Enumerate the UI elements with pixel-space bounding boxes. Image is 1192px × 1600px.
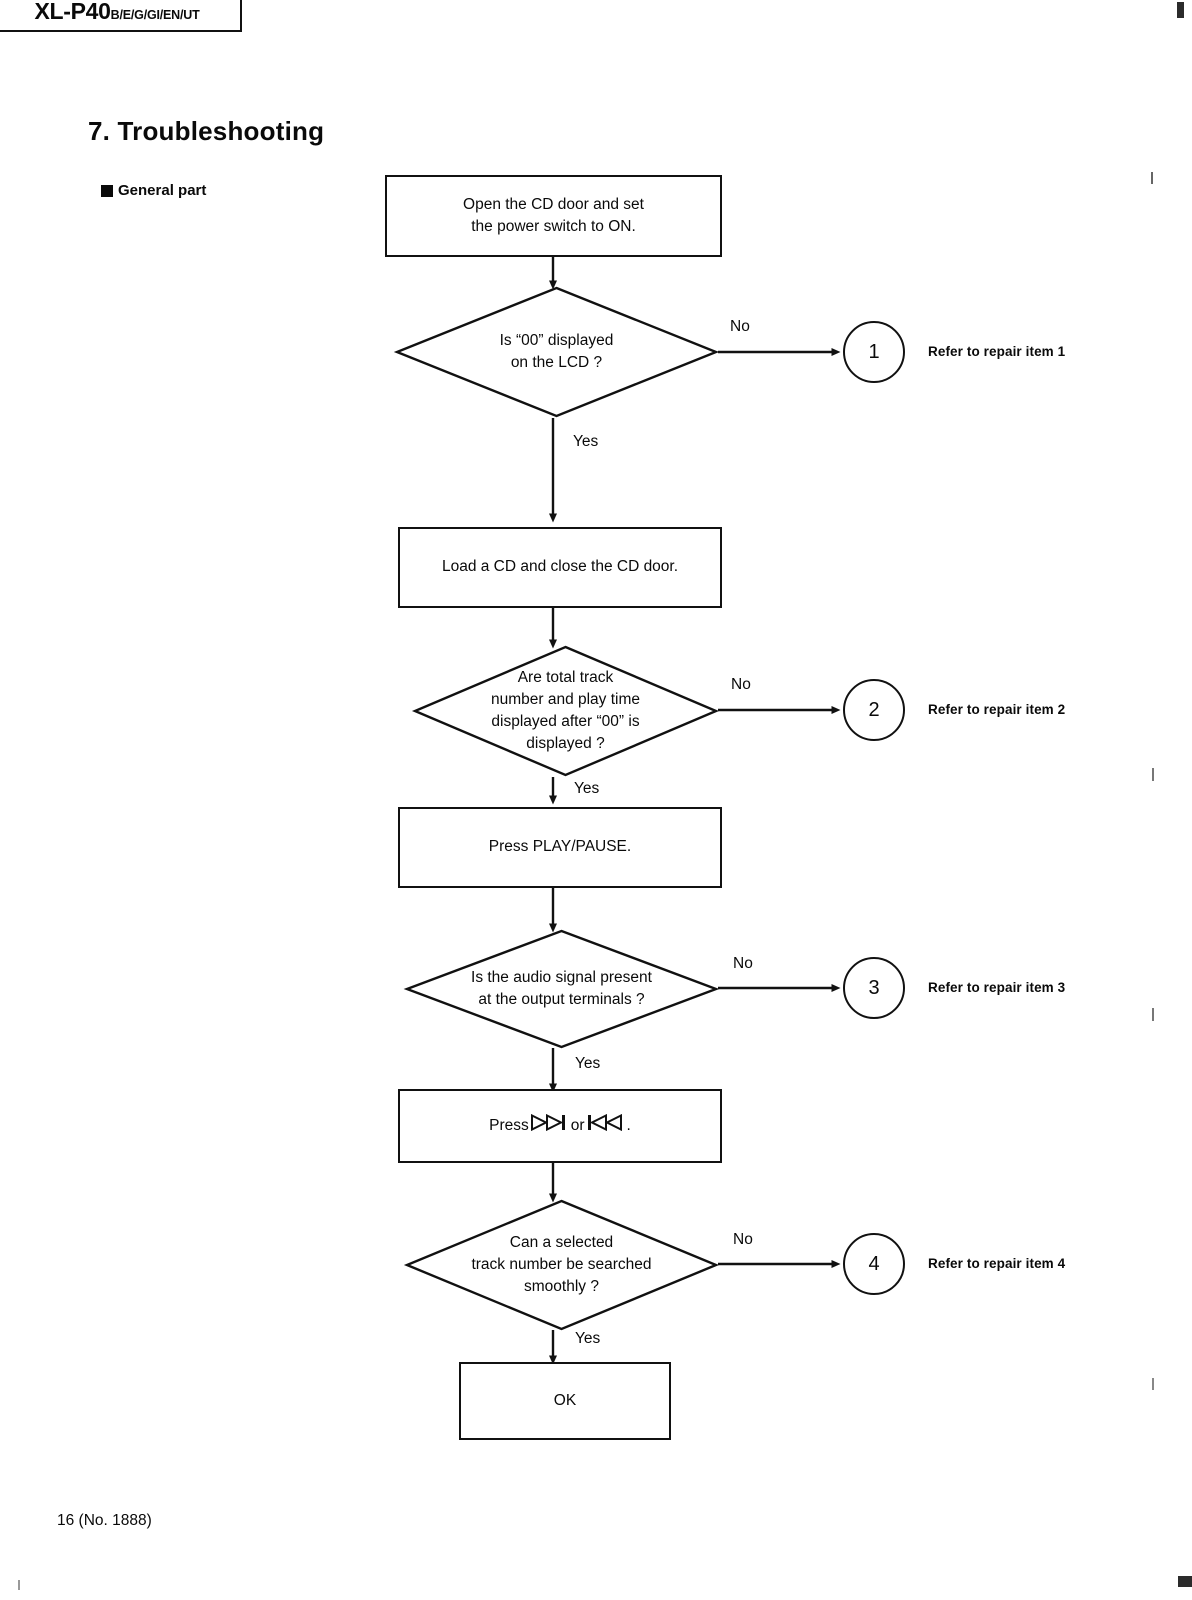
model-variants: B/E/G/GI/EN/UT <box>110 7 200 22</box>
process-text: OK <box>553 1391 577 1409</box>
skip-back-icon <box>587 1113 625 1138</box>
branch-label-no-2: No <box>731 676 751 693</box>
process-text: Press or . <box>489 1113 631 1138</box>
page-title: 7. Troubleshooting <box>88 116 325 146</box>
press-suffix-text: . <box>626 1116 631 1134</box>
subsection-label: General part <box>101 182 206 199</box>
process-box-open-cd-door: Open the CD door and set the power switc… <box>385 175 722 257</box>
process-box-press-skip: Press or . <box>398 1089 722 1163</box>
repair-item-label-3: Refer to repair item 3 <box>928 980 1066 995</box>
repair-item-label-2: Refer to repair item 2 <box>928 702 1066 717</box>
filled-square-icon <box>101 184 113 197</box>
process-text: Load a CD and close the CD door. <box>441 558 679 576</box>
press-prefix-text: Press <box>489 1116 529 1134</box>
scan-artifact <box>1178 1576 1192 1587</box>
branch-label-no-4: No <box>733 1231 753 1248</box>
connector-circle-2: 2 <box>843 679 905 741</box>
decision-is-00-displayed: Is “00” displayed on the LCD ? <box>393 286 720 418</box>
connector-circle-3: 3 <box>843 957 905 1019</box>
process-box-ok: OK <box>459 1362 671 1440</box>
connector-circle-1: 1 <box>843 321 905 383</box>
subsection-label-text: General part <box>118 182 207 199</box>
branch-label-yes-4: Yes <box>575 1330 601 1347</box>
scan-artifact <box>1152 768 1154 781</box>
repair-item-label-1: Refer to repair item 1 <box>928 344 1066 359</box>
process-box-press-play-pause: Press PLAY/PAUSE. <box>398 807 722 888</box>
branch-label-no-1: No <box>730 318 750 335</box>
scan-artifact <box>1177 2 1184 18</box>
decision-text: Are total track number and play time dis… <box>490 669 641 752</box>
branch-label-yes-1: Yes <box>573 433 599 450</box>
scan-artifact <box>1152 1008 1154 1021</box>
scan-artifact <box>1151 172 1153 184</box>
decision-text: Is the audio signal present at the outpu… <box>471 969 652 1008</box>
scan-artifact <box>1152 1378 1154 1390</box>
branch-label-no-3: No <box>733 955 753 972</box>
connector-circle-4: 4 <box>843 1233 905 1295</box>
connector-number: 2 <box>868 698 880 721</box>
skip-forward-icon <box>530 1113 569 1138</box>
repair-item-label-4: Refer to repair item 4 <box>928 1256 1066 1271</box>
model-name: XL-P40 <box>34 0 111 24</box>
connector-number: 1 <box>868 340 880 363</box>
decision-track-search-smooth: Can a selected track number be searched … <box>403 1199 720 1331</box>
process-text: Press PLAY/PAUSE. <box>488 838 632 856</box>
process-box-load-cd: Load a CD and close the CD door. <box>398 527 722 608</box>
press-middle-text: or <box>570 1116 585 1134</box>
branch-label-yes-2: Yes <box>574 780 600 797</box>
connector-number: 3 <box>868 976 880 999</box>
page-footer: 16 (No. 1888) <box>57 1512 152 1529</box>
scan-artifact <box>18 1580 20 1590</box>
decision-text: Can a selected track number be searched … <box>471 1234 652 1295</box>
connector-number: 4 <box>868 1252 880 1275</box>
branch-label-yes-3: Yes <box>575 1055 601 1072</box>
decision-track-number-playtime: Are total track number and play time dis… <box>411 645 720 777</box>
decision-text: Is “00” displayed on the LCD ? <box>499 332 614 371</box>
process-text: Open the CD door and set the power switc… <box>463 195 644 235</box>
decision-audio-signal-present: Is the audio signal present at the outpu… <box>403 929 720 1049</box>
